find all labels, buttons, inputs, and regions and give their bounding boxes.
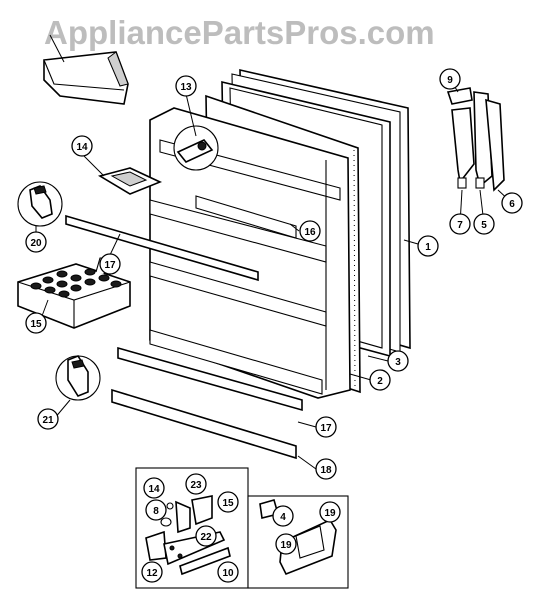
svg-text:3: 3 — [395, 357, 401, 368]
svg-text:8: 8 — [153, 506, 159, 517]
svg-text:9: 9 — [447, 75, 453, 86]
callout-4: 4 — [272, 505, 294, 527]
dairy-cover — [97, 167, 163, 195]
callout-14-lower: 14 — [143, 477, 165, 499]
svg-text:14: 14 — [148, 484, 160, 495]
callout-22: 22 — [195, 525, 217, 547]
hinge-parts — [446, 87, 505, 192]
callout-12: 12 — [141, 561, 163, 583]
svg-text:18: 18 — [320, 465, 332, 476]
callout-2: 2 — [369, 369, 391, 391]
svg-text:19: 19 — [324, 508, 336, 519]
svg-text:6: 6 — [509, 199, 515, 210]
svg-text:13: 13 — [180, 82, 192, 93]
svg-text:1: 1 — [425, 242, 431, 253]
svg-text:12: 12 — [146, 568, 158, 579]
callout-10: 10 — [217, 561, 239, 583]
shelf-bar-upper — [65, 214, 259, 282]
svg-text:15: 15 — [222, 498, 234, 509]
callout-19-upper: 20 — [25, 231, 47, 253]
callout-14-upper: 14 — [71, 135, 93, 157]
svg-text:16: 16 — [304, 227, 316, 238]
dairy-door — [173, 125, 219, 171]
callout-23: 23 — [185, 473, 207, 495]
callout-19-lower: 21 — [37, 408, 59, 430]
bar-end-cap-upper — [17, 181, 63, 227]
svg-text:15: 15 — [30, 319, 42, 330]
svg-text:17: 17 — [320, 423, 332, 434]
shelf-bar-bottom — [111, 388, 297, 460]
bar-end-cap-lower — [55, 355, 101, 401]
callout-9: 9 — [439, 68, 461, 90]
shelf-bar-lower — [117, 346, 303, 412]
svg-text:19: 19 — [280, 540, 292, 551]
callout-8: 8 — [145, 499, 167, 521]
top-door-bin — [43, 51, 129, 105]
callout-5: 5 — [473, 213, 495, 235]
callout-15-left: 15 — [25, 312, 47, 334]
callout-7: 7 — [449, 213, 471, 235]
callout-1: 1 — [417, 235, 439, 257]
callout-17-upper: 17 — [99, 253, 121, 275]
svg-text:23: 23 — [190, 480, 202, 491]
callout-20: 19 — [319, 501, 341, 523]
watermark-text: AppliancePartsPros.com — [44, 14, 435, 51]
svg-text:4: 4 — [280, 512, 286, 523]
svg-text:21: 21 — [42, 415, 54, 426]
svg-text:14: 14 — [76, 142, 88, 153]
svg-text:10: 10 — [222, 568, 234, 579]
callout-21: 19 — [275, 533, 297, 555]
callout-15-box: 15 — [217, 491, 239, 513]
callout-17-lower: 17 — [315, 416, 337, 438]
svg-text:22: 22 — [200, 532, 212, 543]
svg-text:7: 7 — [457, 220, 463, 231]
callout-3: 3 — [387, 350, 409, 372]
callout-6: 6 — [501, 192, 523, 214]
svg-text:5: 5 — [481, 220, 487, 231]
svg-text:2: 2 — [377, 376, 383, 387]
callout-16: 16 — [299, 220, 321, 242]
svg-text:17: 17 — [104, 260, 116, 271]
svg-text:20: 20 — [30, 238, 42, 249]
callout-18: 18 — [315, 458, 337, 480]
callout-13: 13 — [175, 75, 197, 97]
